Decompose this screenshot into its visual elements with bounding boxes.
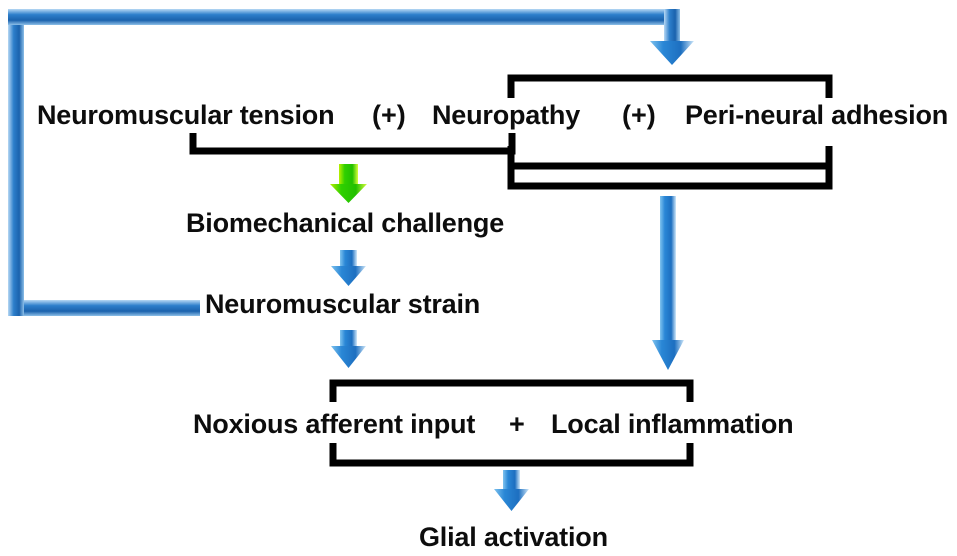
bracket-tension-neuropathy xyxy=(189,133,516,155)
node-noxious-afferent-input: Noxious afferent input xyxy=(193,409,476,439)
blue-arrow-to-glial xyxy=(494,470,529,511)
node-glial-activation: Glial activation xyxy=(419,522,608,552)
operator-plus-plain: + xyxy=(509,409,525,439)
bracket-neuropathy-adhesion-bottom xyxy=(507,146,833,190)
green-arrow-down xyxy=(330,164,367,203)
node-neuromuscular-strain: Neuromuscular strain xyxy=(205,289,481,319)
blue-arrow-adhesion-to-inflammation xyxy=(652,196,684,370)
feedback-loop-arrow xyxy=(8,9,694,316)
node-biomechanical-challenge: Biomechanical challenge xyxy=(186,208,505,238)
node-peri-neural-adhesion: Peri-neural adhesion xyxy=(685,100,949,130)
node-neuromuscular-tension: Neuromuscular tension xyxy=(37,100,335,130)
bracket-neuropathy-adhesion-top xyxy=(507,74,833,98)
node-neuropathy: Neuropathy xyxy=(432,100,581,130)
operator-plus-paren-2: (+) xyxy=(622,100,656,130)
blue-arrow-challenge-to-strain xyxy=(331,250,366,286)
operator-plus-paren-1: (+) xyxy=(372,100,406,130)
blue-arrow-strain-to-noxious xyxy=(331,330,366,368)
node-local-inflammation: Local inflammation xyxy=(551,409,794,439)
